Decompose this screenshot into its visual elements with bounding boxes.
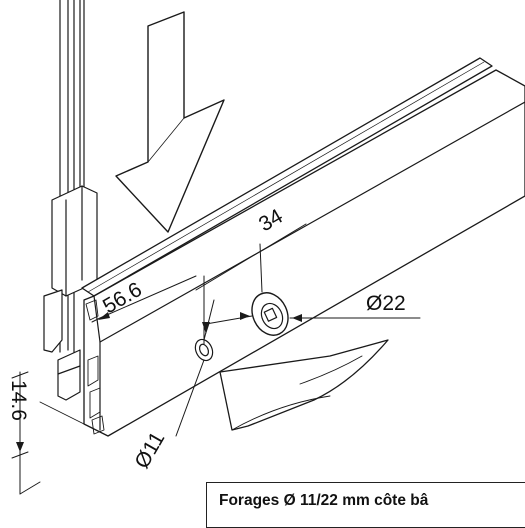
caption-text: Forages Ø 11/22 mm côte bâ xyxy=(219,492,429,509)
dimension-diameter-11: Ø11 xyxy=(130,428,169,473)
dimension-lines xyxy=(11,223,421,495)
arrowheads xyxy=(16,312,302,452)
dimension-diameter-22: Ø22 xyxy=(366,292,406,315)
insertion-arrow xyxy=(115,11,225,233)
caption-box: Forages Ø 11/22 mm côte bâ xyxy=(206,482,525,528)
bottom-profile xyxy=(39,57,525,437)
hole-11mm xyxy=(194,338,214,362)
sweep-indicator xyxy=(219,339,389,431)
hole-22mm xyxy=(251,292,289,336)
door-panel xyxy=(51,0,98,356)
dimension-14-6: 14.6 xyxy=(7,380,30,421)
